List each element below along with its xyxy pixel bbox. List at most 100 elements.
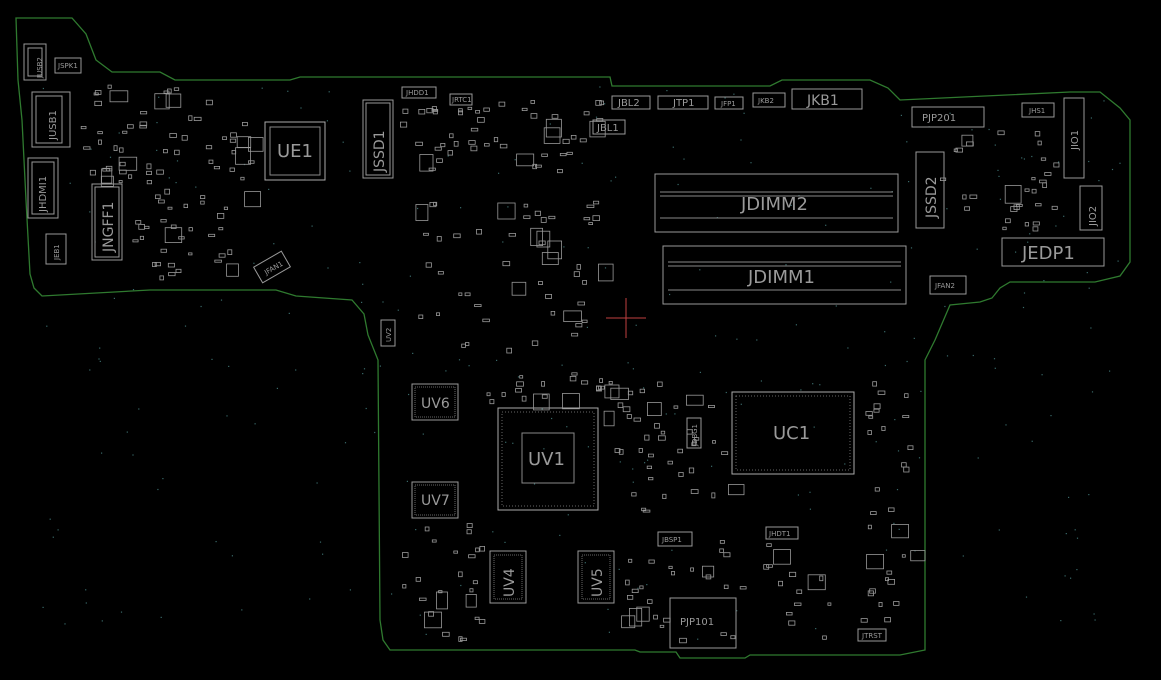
small-part xyxy=(102,167,111,172)
small-part xyxy=(688,467,695,474)
via-dot xyxy=(635,324,637,326)
component-ue1[interactable]: UE1 xyxy=(264,121,326,181)
component-jtrst[interactable]: JTRST xyxy=(857,628,887,642)
component-jspk1[interactable]: JSPK1 xyxy=(54,57,82,74)
via-dot xyxy=(157,488,159,491)
via-dot xyxy=(1093,613,1095,615)
via-dot xyxy=(1117,260,1119,262)
component-jssd2[interactable]: JSSD2 xyxy=(915,151,945,229)
component-pjp101[interactable]: PJP101 xyxy=(669,597,737,649)
small-part xyxy=(118,180,123,184)
via-dot xyxy=(195,186,197,188)
via-dot xyxy=(908,181,910,183)
via-dot xyxy=(1098,180,1100,182)
component-jrtc1[interactable]: JRTC1 xyxy=(449,93,473,106)
component-jdbg1[interactable]: JDBG1 xyxy=(686,417,702,449)
small-part xyxy=(626,414,632,419)
component-jedp1[interactable]: JEDP1 xyxy=(1001,237,1105,267)
small-part xyxy=(904,393,909,399)
via-dot xyxy=(1091,391,1094,393)
via-dot xyxy=(906,141,908,143)
via-dot xyxy=(468,365,470,367)
component-uv2[interactable]: UV2 xyxy=(380,319,396,347)
component-jsb-top[interactable]: JUSB2 xyxy=(23,43,47,81)
component-jusb1[interactable]: JUSB1 xyxy=(31,91,71,148)
small-part xyxy=(796,589,803,594)
component-jhdt1[interactable]: JHDT1 xyxy=(765,526,799,540)
via-dot xyxy=(379,365,381,367)
small-part xyxy=(867,430,872,435)
small-part xyxy=(483,143,490,147)
small-part xyxy=(677,448,683,454)
component-jkb1[interactable]: JKB1 xyxy=(791,88,863,110)
small-part xyxy=(502,261,511,267)
component-jdimm1[interactable]: JDIMM1 xyxy=(662,245,907,305)
via-dot xyxy=(344,442,347,444)
via-dot xyxy=(253,262,255,264)
component-jeb1[interactable]: JEB1 xyxy=(45,233,67,265)
component-jfan1[interactable]: JFAN1 xyxy=(252,250,292,284)
component-jbl1[interactable]: JBL1 xyxy=(592,119,626,135)
component-uv5[interactable]: UV5 xyxy=(577,550,615,604)
component-jssd1[interactable]: JSSD1 xyxy=(362,99,394,179)
component-pjp201[interactable]: PJP201 xyxy=(911,106,985,128)
component-jfan2[interactable]: JFAN2 xyxy=(929,275,967,295)
component-uv4[interactable]: UV4 xyxy=(489,550,527,604)
via-dot xyxy=(120,611,123,613)
component-jfp1[interactable]: JFP1 xyxy=(714,96,744,110)
small-part xyxy=(465,342,470,346)
small-part xyxy=(476,228,482,235)
component-uv7[interactable]: UV7 xyxy=(411,481,459,519)
small-part xyxy=(188,227,193,232)
component-jngff1[interactable]: JNGFF1 xyxy=(91,183,123,261)
via-dot xyxy=(563,246,565,248)
via-dot xyxy=(998,175,1000,177)
component-jhs1[interactable]: JHS1 xyxy=(1021,102,1055,118)
via-dot xyxy=(999,198,1001,200)
component-jhdmi1[interactable]: JHDMI1 xyxy=(27,157,59,219)
component-jio2[interactable]: JIO2 xyxy=(1079,185,1103,231)
via-dot xyxy=(740,139,742,141)
small-part xyxy=(472,580,478,585)
small-part xyxy=(431,539,437,543)
component-jbsp1[interactable]: JBSP1 xyxy=(657,531,693,547)
small-part xyxy=(625,579,630,586)
component-jio1[interactable]: JIO1 xyxy=(1063,97,1085,179)
small-part xyxy=(214,259,222,263)
component-uc1[interactable]: UC1 xyxy=(731,391,855,475)
via-dot xyxy=(918,457,921,459)
small-part xyxy=(723,584,729,589)
component-jdimm2[interactable]: JDIMM2 xyxy=(654,173,899,233)
small-part xyxy=(516,381,524,387)
small-part xyxy=(997,130,1005,136)
small-part xyxy=(659,624,665,628)
small-part xyxy=(144,225,150,230)
via-dot xyxy=(268,188,270,190)
small-part xyxy=(576,264,581,270)
component-jkb2[interactable]: JKB2 xyxy=(752,92,786,108)
component-uv6[interactable]: UV6 xyxy=(411,383,459,421)
via-dot xyxy=(894,419,896,421)
via-dot xyxy=(85,589,87,591)
via-dot xyxy=(496,359,498,361)
component-jbl2[interactable]: JBL2 xyxy=(611,95,651,110)
small-part xyxy=(461,343,466,348)
component-jhdd1[interactable]: JHDD1 xyxy=(401,86,437,99)
small-part xyxy=(122,130,128,134)
component-uv1[interactable]: UV1 xyxy=(497,407,599,511)
small-part xyxy=(431,109,439,112)
via-dot xyxy=(1058,161,1060,163)
component-jtp1[interactable]: JTP1 xyxy=(657,95,709,110)
small-part xyxy=(101,168,113,184)
small-part xyxy=(170,224,177,229)
via-dot xyxy=(893,522,895,524)
small-part xyxy=(465,594,477,608)
small-part xyxy=(425,262,432,268)
via-dot xyxy=(618,568,620,570)
crosshair-icon xyxy=(606,298,646,338)
small-part xyxy=(208,159,214,164)
via-dot xyxy=(126,431,128,433)
small-part xyxy=(178,236,185,240)
small-part xyxy=(1024,222,1029,227)
